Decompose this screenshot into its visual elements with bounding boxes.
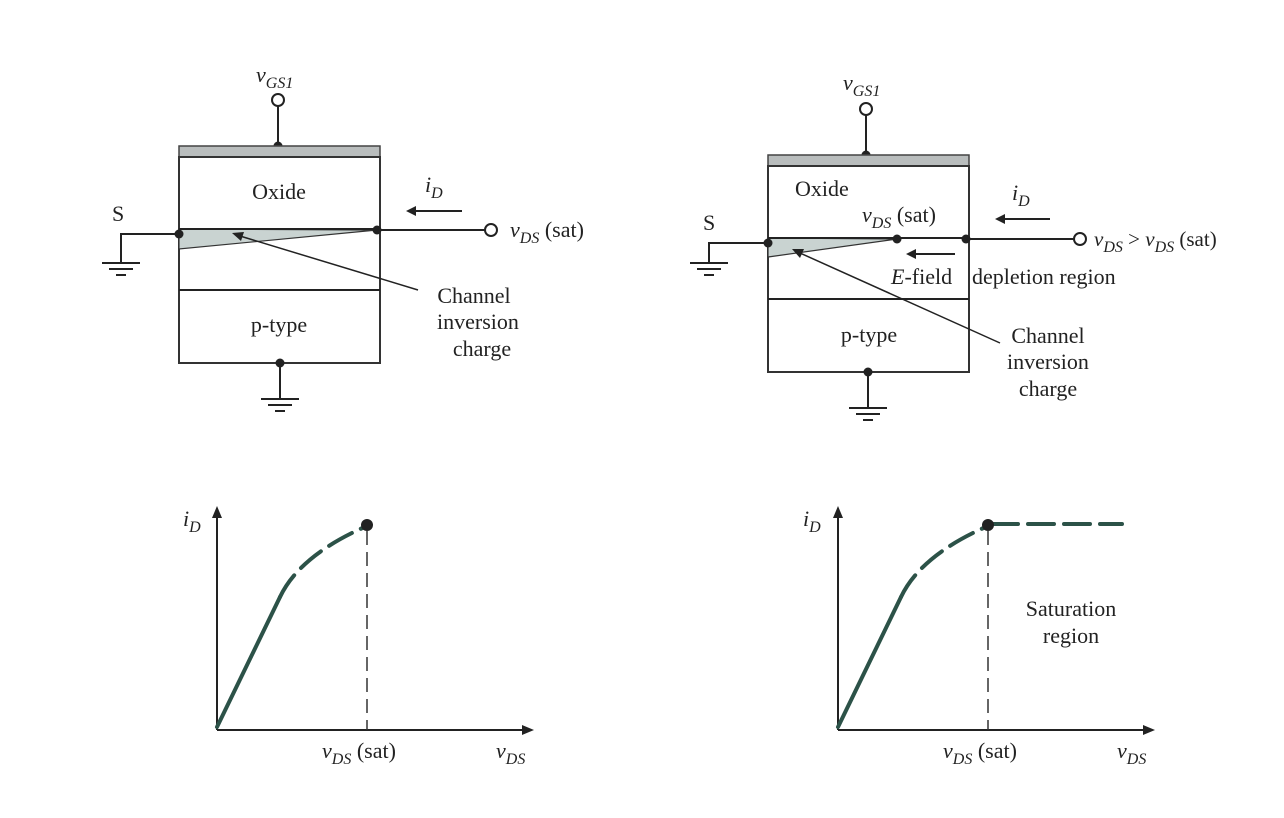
right-gate-label: vGS1 [843,70,880,100]
left-gate-terminal [271,93,285,107]
left-channel-pointer-arrow-icon [232,232,419,291]
right-saturation-point [982,519,994,531]
right-curve-solid [836,595,903,729]
left-current-label: iD [425,172,443,202]
right-gate-terminal [859,102,873,116]
left-oxide-label: Oxide [252,179,306,204]
right-current-label: iD [1012,180,1030,210]
left-device: vGS1 Oxide p-type S vDS (sat) iD [102,62,584,412]
right-source-label: S [703,210,715,235]
left-body-ground-icon [261,398,299,412]
right-region-label-line2: region [1043,623,1099,648]
right-pinchoff-label: vDS (sat) [862,202,936,232]
left-curve-solid [215,595,282,729]
right-channel-label-line1: Channel [1011,323,1084,348]
right-pinchoff-node [892,234,902,244]
left-saturation-point [361,519,373,531]
left-gate-metal [178,145,381,158]
right-current-arrow-icon [995,214,1050,224]
right-y-axis-label: iD [803,506,821,536]
right-efield-label: E-field [890,264,952,289]
left-drain-terminal [484,223,498,237]
right-x-axis-arrow-icon [1143,725,1155,735]
left-channel-label-line2: inversion [437,309,519,334]
right-graph: iD vDS vDS (sat) Saturation region [803,506,1155,768]
left-source-node [174,229,184,239]
left-gate-label: vGS1 [256,62,293,92]
right-x-axis-label: vDS [1117,738,1146,768]
right-source-node [763,238,773,248]
left-x-tick-label: vDS (sat) [322,738,396,768]
right-region-label-line1: Saturation [1026,596,1116,621]
right-depletion-label: depletion region [972,264,1116,289]
left-y-axis-label: iD [183,506,201,536]
left-source-ground-icon [102,262,140,276]
left-x-axis-label: vDS [496,738,525,768]
left-current-arrow-icon [406,206,462,216]
right-channel-charge [767,237,898,258]
right-channel-pointer-arrow-icon [792,249,1001,344]
right-oxide-label: Oxide [795,176,849,201]
left-substrate-label: p-type [251,312,307,337]
left-curve-dashed [278,524,369,599]
left-channel-charge [178,228,378,250]
right-channel-label-line3: charge [1019,376,1077,401]
right-device: vGS1 Oxide p-type vDS (sat) S vDS > vDS … [690,70,1217,421]
right-efield-arrow-icon [906,249,955,259]
left-channel-label-line3: charge [453,336,511,361]
left-x-axis-arrow-icon [522,725,534,735]
left-y-axis-arrow-icon [212,506,222,518]
right-x-tick-label: vDS (sat) [943,738,1017,768]
right-substrate-label: p-type [841,322,897,347]
left-drain-node [372,225,382,235]
right-channel-label-line2: inversion [1007,349,1089,374]
right-source-wire [708,242,768,262]
left-graph: iD vDS vDS (sat) [183,506,534,768]
right-drain-terminal [1073,232,1087,246]
right-drain-node [961,234,971,244]
left-source-wire [120,233,179,262]
right-y-axis-arrow-icon [833,506,843,518]
left-channel-label-line1: Channel [437,283,510,308]
right-curve-dashed [899,524,990,599]
right-source-ground-icon [690,262,728,276]
left-drain-label: vDS (sat) [510,217,584,247]
right-gate-metal [767,154,970,167]
right-body-ground-icon [849,407,887,421]
right-drain-label: vDS > vDS (sat) [1094,227,1217,256]
left-source-label: S [112,201,124,226]
